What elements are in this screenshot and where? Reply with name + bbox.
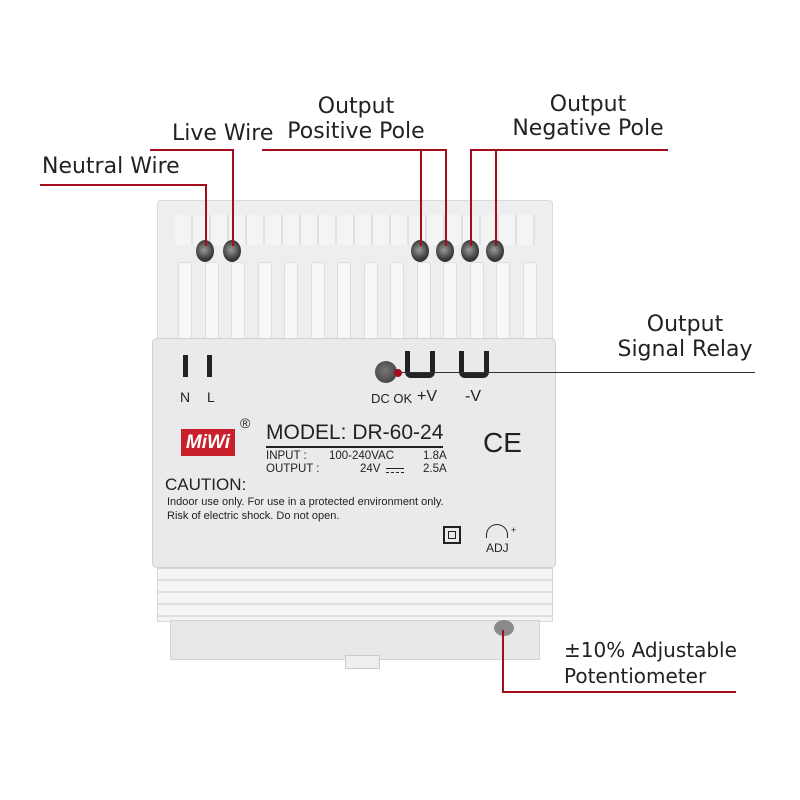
negative-line-v1 bbox=[470, 149, 472, 246]
ce-mark: CE bbox=[483, 427, 522, 458]
dc-ok-label: DC OK bbox=[371, 391, 413, 406]
terminal-n-label: N bbox=[180, 389, 191, 405]
adjust-arrow-icon bbox=[486, 524, 508, 538]
neg-terminal-slot bbox=[459, 351, 489, 378]
signal-relay-label-1: Output bbox=[646, 312, 724, 337]
din-rail-base bbox=[170, 620, 540, 660]
caution-line1: Indoor use only. For use in a protected … bbox=[167, 496, 444, 508]
double-insulation-icon bbox=[443, 526, 461, 544]
relay-line bbox=[398, 372, 755, 373]
terminal-l-label: L bbox=[207, 389, 215, 405]
din-clip bbox=[345, 655, 380, 669]
cooling-fin bbox=[496, 262, 510, 342]
live-line-v bbox=[232, 149, 234, 246]
positive-line-h bbox=[262, 149, 447, 151]
pos-terminal-slot bbox=[405, 351, 435, 378]
dc-ok-led bbox=[375, 361, 397, 383]
cooling-fin bbox=[416, 262, 431, 342]
registered-mark: ® bbox=[240, 415, 251, 431]
cooling-fin bbox=[257, 262, 272, 342]
caution-title: CAUTION: bbox=[165, 475, 247, 494]
output-current: 2.5A bbox=[423, 463, 447, 475]
negative-pole-label-1: Output bbox=[549, 92, 627, 117]
cooling-fin bbox=[337, 262, 351, 342]
negative-pole-label-2: Negative Pole bbox=[512, 116, 664, 141]
cooling-fin bbox=[178, 262, 192, 342]
potentiometer-label-2: Potentiometer bbox=[564, 664, 707, 688]
negative-line-v2 bbox=[495, 149, 497, 246]
terminal-screw-neg2 bbox=[486, 240, 504, 262]
bottom-fins bbox=[157, 568, 553, 622]
positive-line-v1 bbox=[420, 149, 422, 246]
cooling-fin bbox=[469, 262, 484, 342]
label-panel: N L DC OK +V -V MiWi ® MODEL: DR-60-24 I… bbox=[152, 338, 556, 568]
potentiometer-knob[interactable] bbox=[494, 620, 514, 636]
brand-logo: MiWi bbox=[181, 429, 235, 456]
positive-pole-label-1: Output bbox=[317, 94, 395, 119]
adj-label: ADJ bbox=[486, 541, 509, 555]
cooling-fin bbox=[284, 262, 298, 342]
pos-label: +V bbox=[417, 388, 438, 405]
cooling-fin bbox=[231, 262, 245, 342]
terminal-screw-neg1 bbox=[461, 240, 479, 262]
terminal-screw-l bbox=[223, 240, 241, 262]
input-voltage: 100-240VAC bbox=[329, 450, 394, 462]
cooling-fin bbox=[390, 262, 404, 342]
cooling-fin bbox=[310, 262, 325, 342]
pot-line-h bbox=[502, 691, 736, 693]
adj-plus: + bbox=[511, 525, 517, 535]
neutral-line-v bbox=[205, 184, 207, 246]
potentiometer-label-1: ±10% Adjustable bbox=[564, 638, 737, 662]
caution-line2: Risk of electric shock. Do not open. bbox=[167, 510, 340, 522]
positive-line-v2 bbox=[445, 149, 447, 246]
negative-line-h bbox=[470, 149, 668, 151]
dc-symbol-icon bbox=[386, 468, 404, 473]
model-text: MODEL: DR-60-24 bbox=[266, 421, 444, 448]
positive-pole-label-2: Positive Pole bbox=[287, 119, 425, 144]
cooling-fin bbox=[522, 262, 537, 342]
pot-line-v bbox=[502, 630, 504, 693]
neg-label: -V bbox=[465, 388, 481, 405]
terminal-screw-pos2 bbox=[436, 240, 454, 262]
live-wire-label: Live Wire bbox=[172, 121, 274, 146]
neutral-wire-label: Neutral Wire bbox=[42, 154, 180, 179]
input-current: 1.8A bbox=[423, 450, 447, 462]
cooling-fin bbox=[443, 262, 457, 342]
output-voltage: 24V bbox=[360, 463, 381, 475]
cooling-fin bbox=[363, 262, 378, 342]
terminal-screw-pos1 bbox=[411, 240, 429, 262]
neutral-line-h bbox=[40, 184, 207, 186]
signal-relay-label-2: Signal Relay bbox=[617, 337, 753, 362]
cooling-fin bbox=[204, 262, 219, 342]
live-line-h bbox=[150, 149, 234, 151]
relay-dot bbox=[394, 369, 402, 377]
input-label: INPUT : bbox=[266, 450, 307, 462]
output-label: OUTPUT : bbox=[266, 463, 320, 475]
terminal-screw-n bbox=[196, 240, 214, 262]
